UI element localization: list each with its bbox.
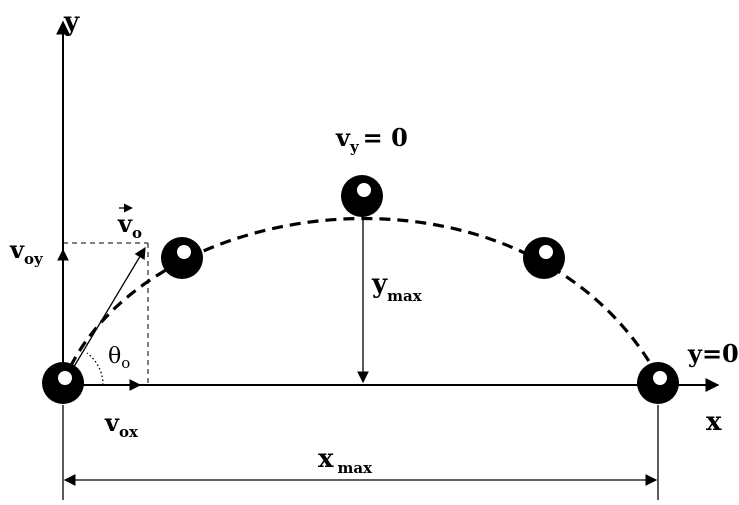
v0-vector-label: vo xyxy=(117,209,142,242)
trajectory-path xyxy=(61,216,662,384)
theta-label: θo xyxy=(108,344,130,372)
y-zero-label: y=0 xyxy=(687,339,739,368)
v0-vector-arrow xyxy=(65,246,146,381)
ball-start xyxy=(42,362,84,404)
ball-rising xyxy=(161,237,203,279)
v0x-label: vox xyxy=(104,408,139,441)
ball-end xyxy=(637,362,679,404)
x-axis-label: x xyxy=(706,407,722,437)
ball-apex xyxy=(341,175,383,217)
theta-angle-arc xyxy=(86,352,104,386)
vy-zero-label: vy= 0 xyxy=(335,123,408,156)
y-axis-label: y xyxy=(63,7,80,37)
v0y-label: voy xyxy=(9,235,44,268)
ball-falling xyxy=(523,237,565,279)
ymax-label: ymax xyxy=(371,269,423,305)
